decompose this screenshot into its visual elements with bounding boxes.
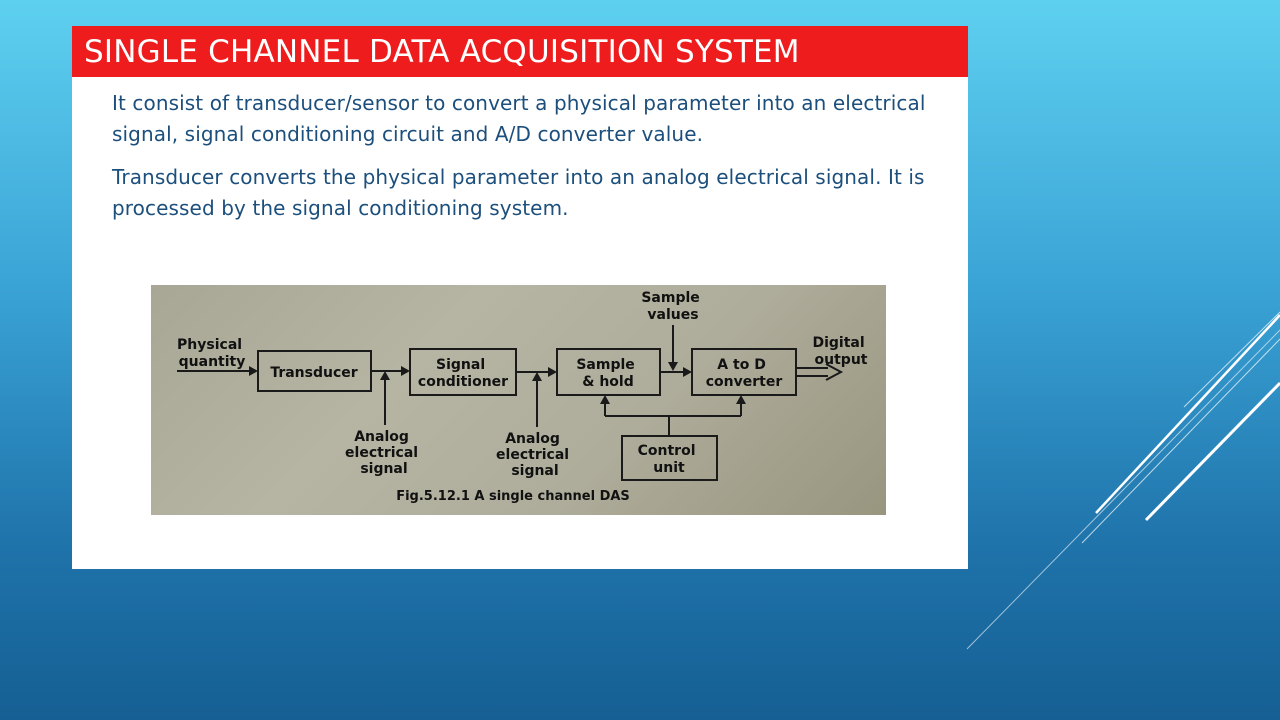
physical-quantity-label: Physical quantity <box>177 337 247 370</box>
das-block-diagram: Physical quantity Transducer Signal cond… <box>177 290 869 504</box>
conditioner-to-samplehold-arrowhead <box>548 367 557 377</box>
paragraph-2: Transducer converts the physical paramet… <box>112 165 925 220</box>
transducer-label: Transducer <box>270 365 357 381</box>
paragraph-1: It consist of transducer/sensor to conve… <box>112 91 926 146</box>
slide-title: SINGLE CHANNEL DATA ACQUISITION SYSTEM <box>84 34 800 70</box>
control-to-samplehold-arrowhead <box>600 395 610 404</box>
title-bar: SINGLE CHANNEL DATA ACQUISITION SYSTEM <box>72 26 968 77</box>
adc-label: A to D converter <box>706 357 783 390</box>
sample-values-arrowhead <box>668 362 678 371</box>
content-panel: SINGLE CHANNEL DATA ACQUISITION SYSTEM I… <box>72 26 968 569</box>
analog-tap-2-arrowhead <box>532 372 542 381</box>
input-arrowhead <box>249 366 258 376</box>
analog-signal-1-label: Analog electrical signal <box>345 429 423 477</box>
control-unit-label: Control unit <box>638 443 701 476</box>
analog-signal-2-label: Analog electrical signal <box>496 431 574 479</box>
samplehold-to-adc-arrowhead <box>683 367 692 377</box>
sample-values-label: Sample values <box>641 290 704 323</box>
adc-block <box>691 348 797 396</box>
analog-tap-1-arrowhead <box>380 371 390 380</box>
sample-hold-label: Sample & hold <box>576 357 639 390</box>
body-text: It consist of transducer/sensor to conve… <box>112 88 960 236</box>
figure-caption: Fig.5.12.1 A single channel DAS <box>396 489 630 504</box>
signal-conditioner-label: Signal conditioner <box>418 357 508 390</box>
das-diagram-figure: Physical quantity Transducer Signal cond… <box>151 285 886 515</box>
digital-output-label: Digital output <box>812 335 869 368</box>
digital-output-arrowhead <box>825 363 844 381</box>
transducer-to-conditioner-arrowhead <box>401 366 410 376</box>
control-to-adc-arrowhead <box>736 395 746 404</box>
